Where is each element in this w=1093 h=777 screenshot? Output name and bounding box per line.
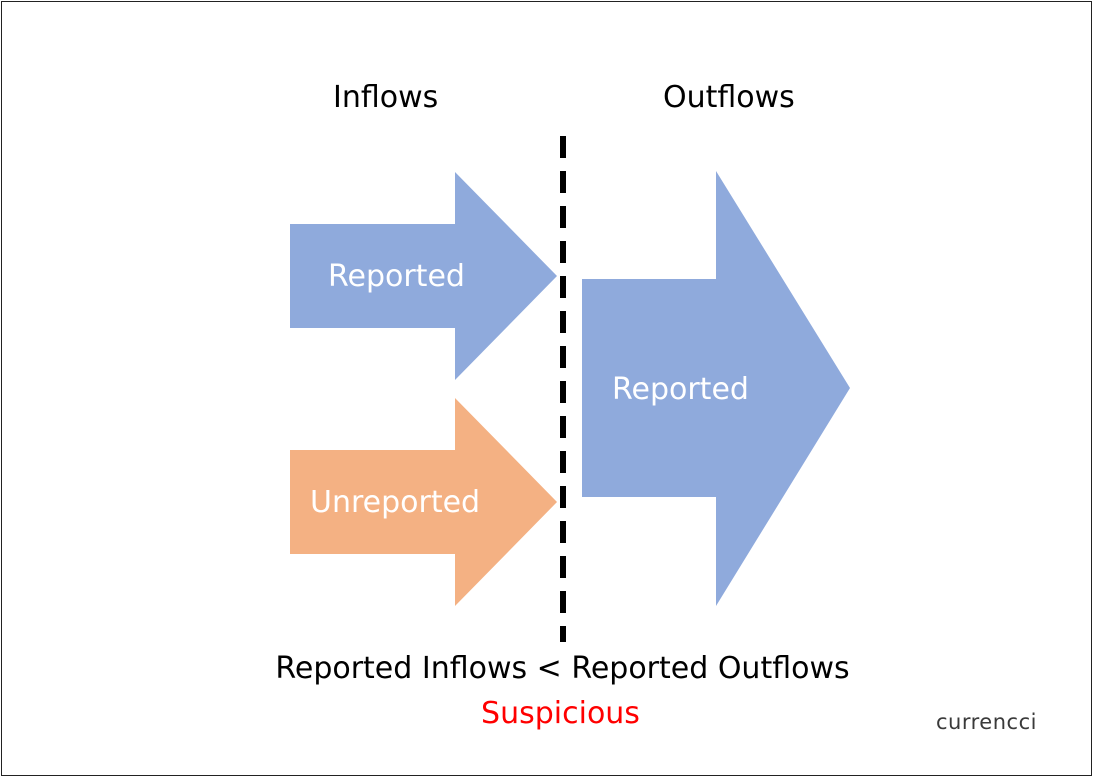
brand-logo: currencci	[936, 710, 1037, 734]
outflow-reported-label: Reported	[612, 372, 749, 407]
outflow-reported-arrow	[582, 171, 850, 606]
outflows-heading: Outflows	[663, 80, 795, 115]
inflow-reported-label: Reported	[328, 259, 465, 294]
comparison-statement: Reported Inflows < Reported Outflows	[275, 651, 850, 686]
inflows-heading: Inflows	[333, 80, 439, 115]
verdict-label: Suspicious	[481, 696, 640, 731]
inflow-reported-arrow	[290, 172, 557, 380]
inflow-unreported-label: Unreported	[310, 485, 481, 520]
inflow-unreported-arrow	[290, 398, 557, 606]
